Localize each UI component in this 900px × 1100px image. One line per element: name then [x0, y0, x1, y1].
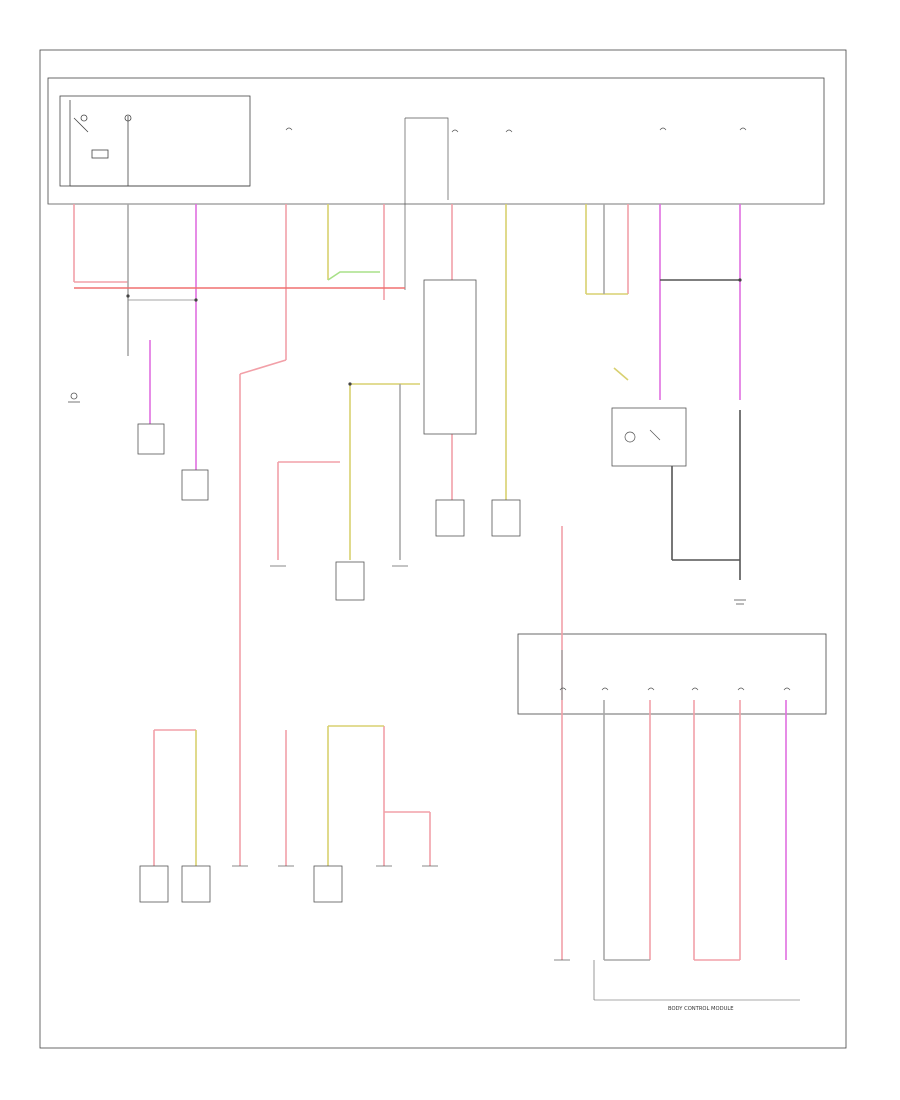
yellow-wires: [195, 204, 629, 866]
connector-stubs: [232, 565, 570, 961]
gray-wires: [127, 204, 650, 961]
violet-wires: [149, 204, 787, 960]
component-box: [611, 407, 687, 467]
green-wires: [327, 271, 380, 281]
component-box: [181, 865, 211, 903]
component-box: [313, 865, 343, 903]
component-box: [139, 865, 169, 903]
splice-dots: [126, 278, 742, 386]
fuse-symbols-top: [285, 117, 747, 290]
component-box: [181, 469, 209, 501]
fuse-box-bottom: [517, 633, 827, 715]
relay-icon: [69, 100, 250, 187]
components: [137, 279, 687, 903]
component-box: [435, 499, 465, 537]
fuse-box-top: [47, 77, 825, 205]
black-wires: [660, 279, 741, 580]
component-box: [137, 423, 165, 455]
pink-wires: [73, 204, 741, 961]
component-box: [491, 499, 521, 537]
body-control-label: BODY CONTROL MODULE: [668, 1006, 734, 1012]
module-relay-icon: [624, 429, 661, 443]
relay-box: [59, 95, 251, 187]
fuse-symbols-bottom: [559, 687, 791, 691]
outer-frame: [39, 49, 847, 1049]
component-box: [423, 279, 477, 435]
component-box: [335, 561, 365, 601]
ground-icon: [68, 392, 746, 605]
